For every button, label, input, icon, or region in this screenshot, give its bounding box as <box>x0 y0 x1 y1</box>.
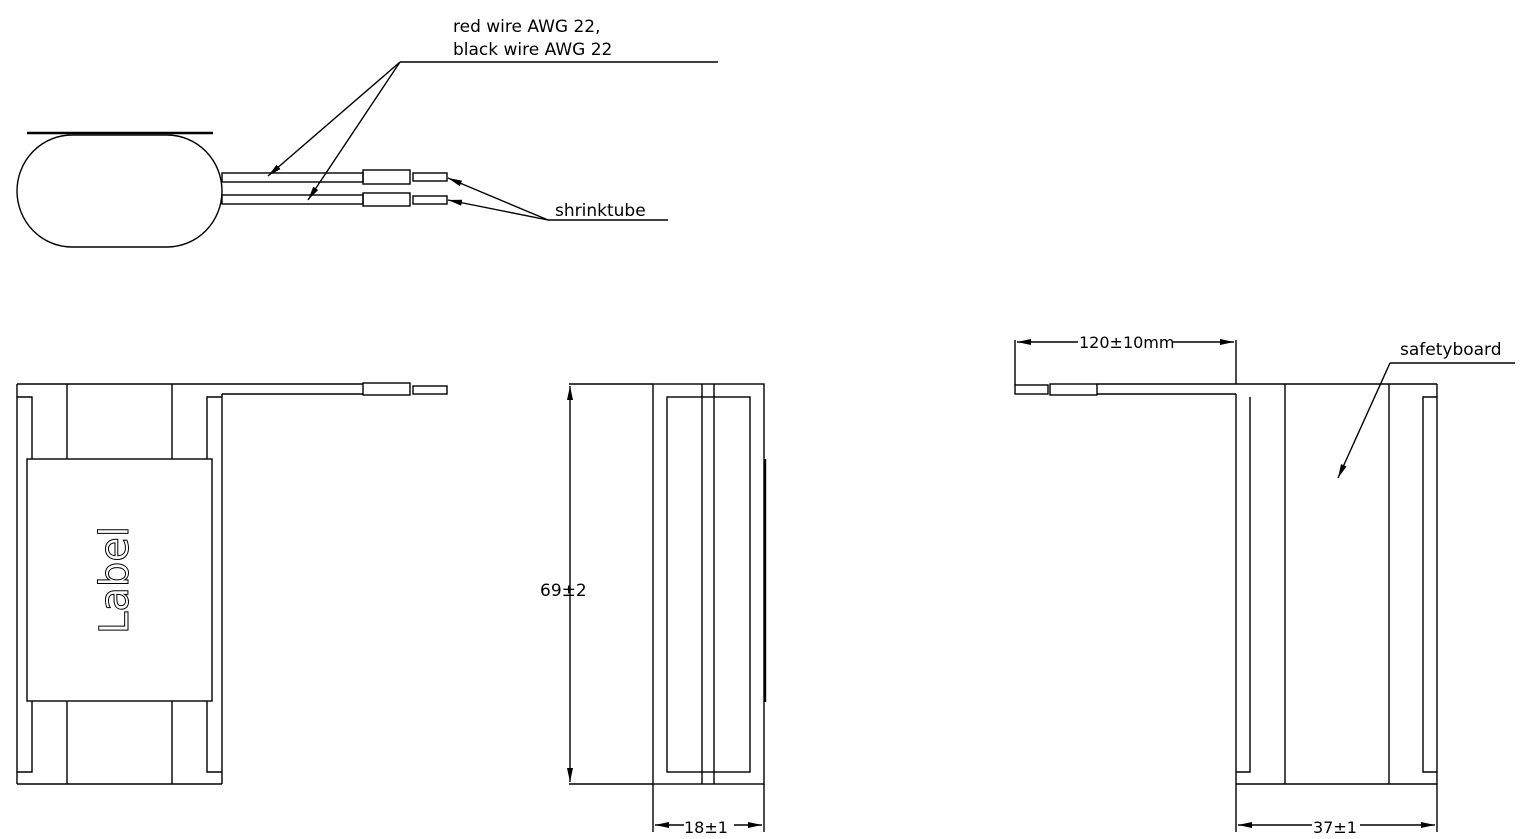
lower-wire <box>221 192 448 207</box>
wire-spec-line1: red wire AWG 22, <box>453 17 601 37</box>
wire-spec-line2: black wire AWG 22 <box>453 40 612 60</box>
front-lead-wire <box>222 382 448 396</box>
side-view: 69±2 18±1 <box>540 383 767 837</box>
label-text: Label <box>92 526 138 634</box>
height-dimension-text: 69±2 <box>540 581 587 601</box>
safetyboard-label: safetyboard <box>1400 340 1502 360</box>
front-view: Label <box>16 382 448 785</box>
shrinktube-leader <box>447 177 668 221</box>
rear-view: 120±10mm safetyboard 37±1 <box>1014 333 1515 837</box>
depth-dimension-text: 18±1 <box>684 818 728 837</box>
label-area <box>26 458 213 702</box>
wire-leader <box>267 61 718 201</box>
width-dimension-text: 37±1 <box>1313 818 1357 837</box>
depth-dimension <box>652 784 765 832</box>
lead-length-dimension <box>1014 339 1237 385</box>
upper-wire <box>221 169 448 185</box>
top-view: red wire AWG 22, black wire AWG 22 shrin… <box>16 17 718 248</box>
shrinktube-label: shrinktube <box>555 201 646 221</box>
rear-lead-wire <box>1014 383 1236 396</box>
safetyboard-leader <box>1337 362 1515 479</box>
capacitor-body-top <box>16 134 223 248</box>
lead-length-text: 120±10mm <box>1079 333 1174 352</box>
width-dimension <box>1235 784 1438 832</box>
